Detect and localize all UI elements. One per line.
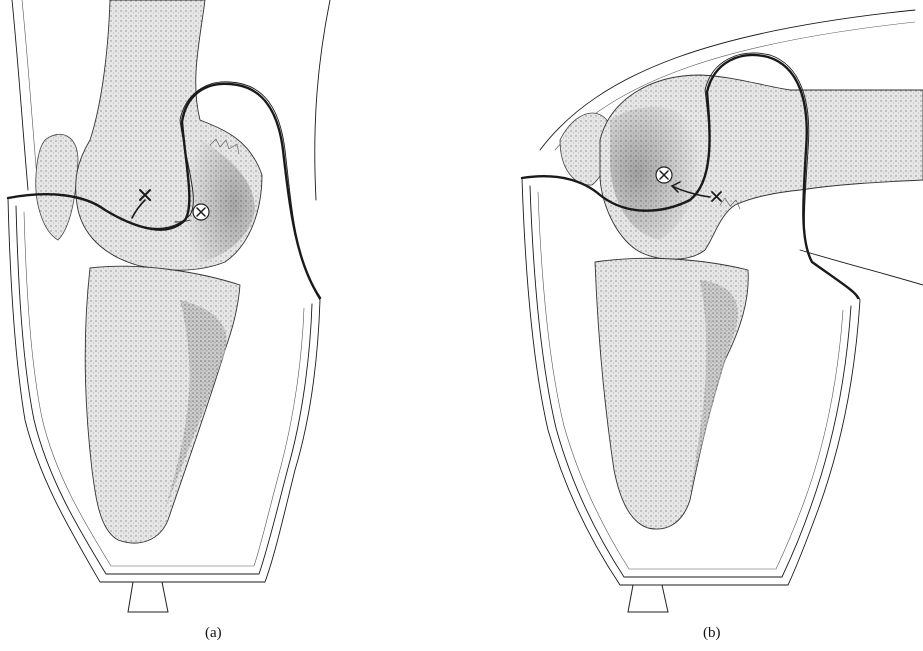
- panel-a-caption: (a): [205, 625, 222, 642]
- patella-a: [36, 134, 78, 240]
- panel-a: [8, 0, 330, 612]
- brace-base-a: [128, 582, 168, 612]
- panel-b-caption: (b): [703, 625, 721, 642]
- tibia-a: [85, 266, 240, 543]
- panel-b: [522, 10, 923, 612]
- brace-base-b: [628, 585, 668, 612]
